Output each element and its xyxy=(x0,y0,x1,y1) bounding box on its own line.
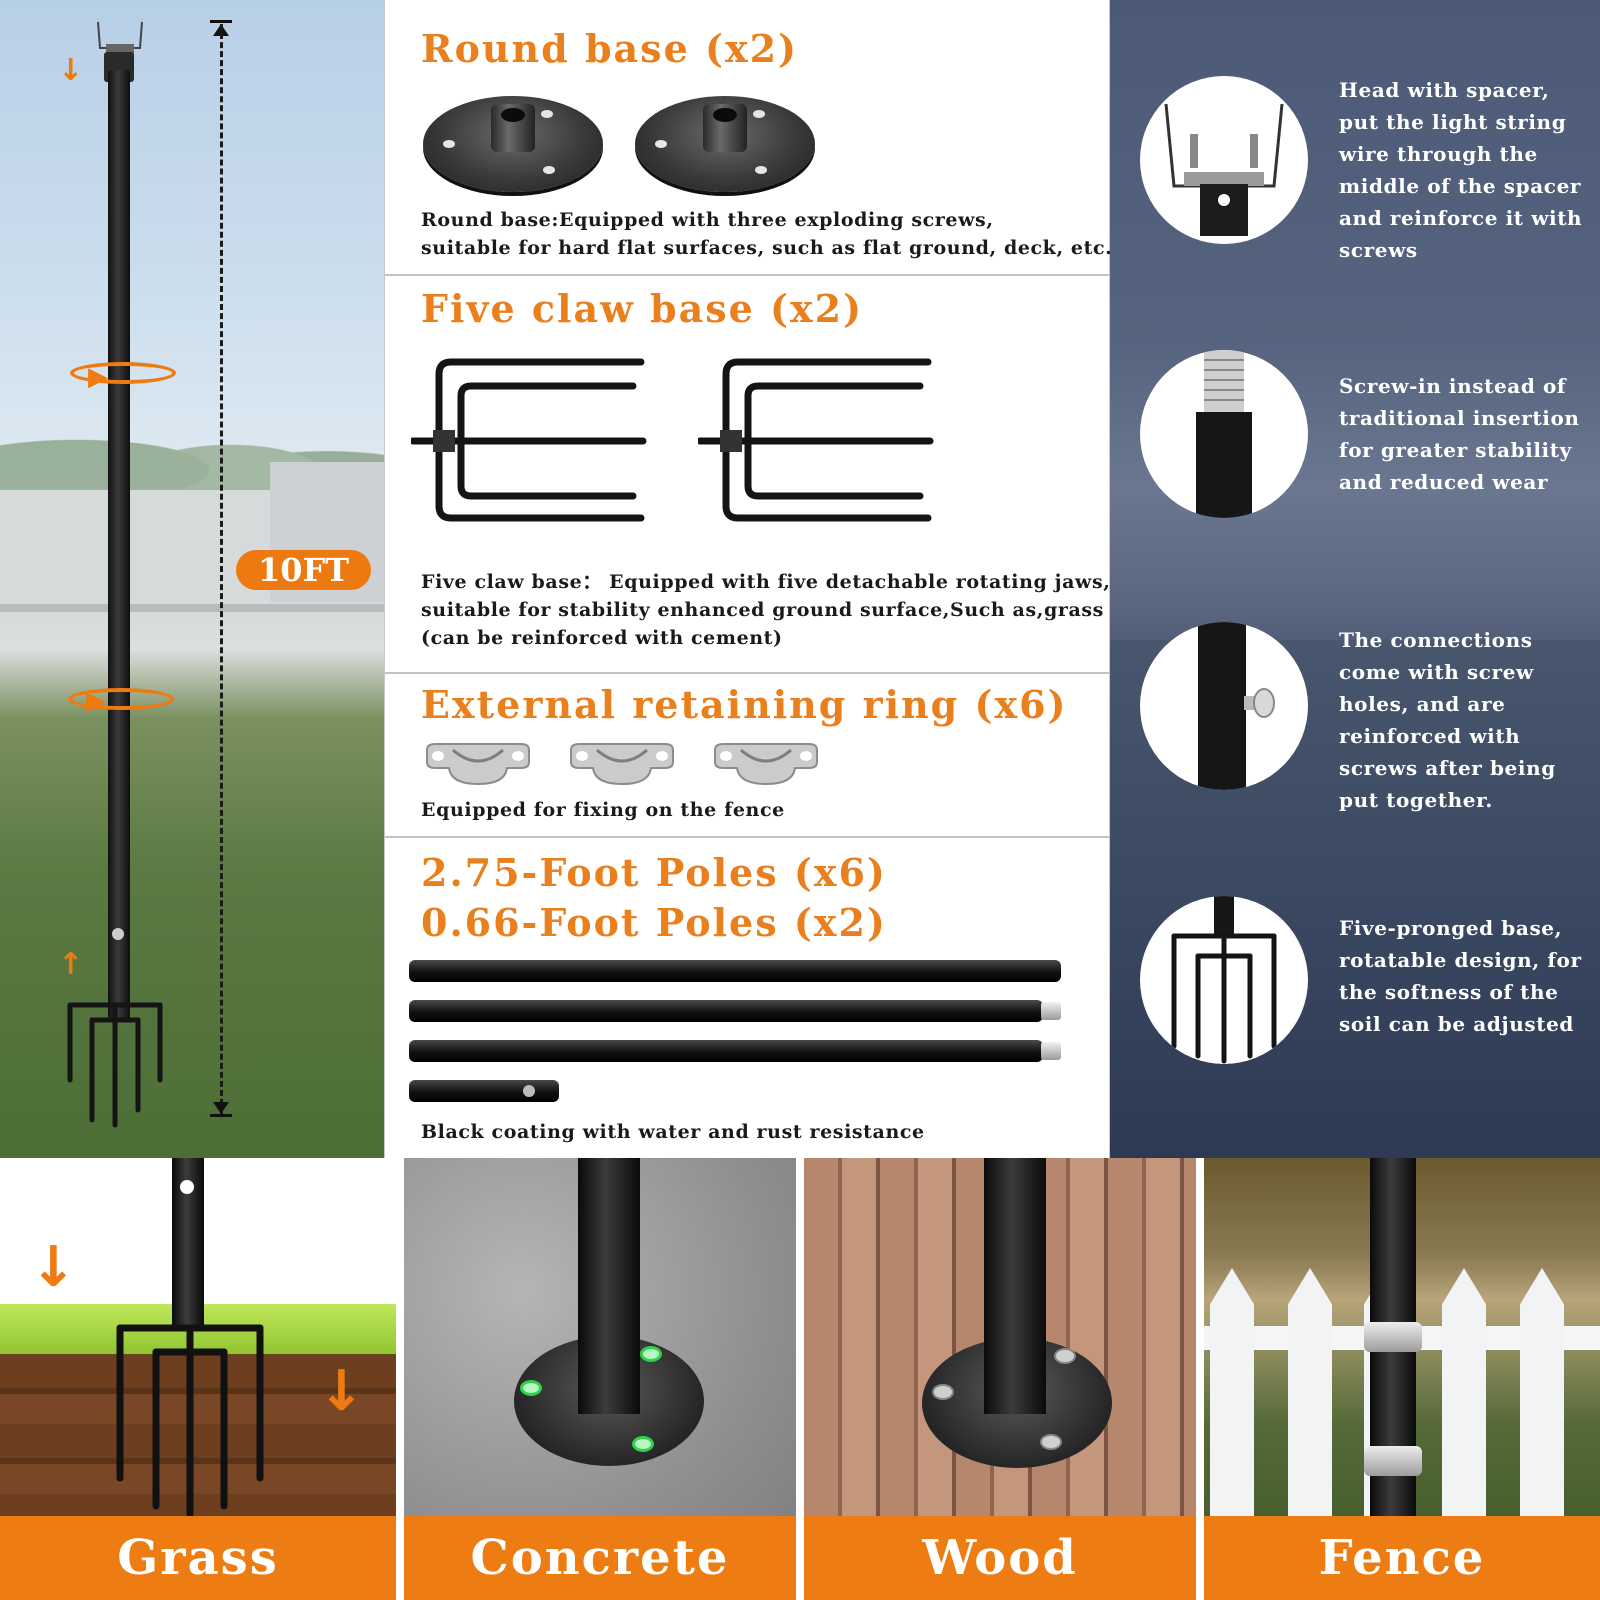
feature-head-spacer-circle xyxy=(1140,76,1308,244)
poles-section: 2.75-Foot Poles (x6) 0.66-Foot Poles (x2… xyxy=(385,838,1111,1158)
five-claw-desc-line2: suitable for stability enhanced ground s… xyxy=(421,599,1104,621)
rod-screw-hole xyxy=(523,1085,535,1097)
grass-fork-icon xyxy=(116,1324,264,1518)
disc-screw-hole xyxy=(541,110,553,118)
background-wall-edge xyxy=(0,604,384,612)
concrete-screw-green xyxy=(632,1436,654,1452)
poles-title-line2: 0.66-Foot Poles (x2) xyxy=(421,900,887,945)
concrete-pole xyxy=(578,1158,640,1414)
fence-picket xyxy=(1442,1268,1486,1528)
round-base-desc-line2: suitable for hard flat surfaces, such as… xyxy=(421,237,1113,259)
wood-screw xyxy=(1054,1348,1076,1364)
retaining-ring-title: External retaining ring (x6) xyxy=(421,682,1068,727)
round-base-disc-1 xyxy=(423,96,603,192)
features-panel: Head with spacer, put the light string w… xyxy=(1110,0,1600,1158)
poles-description: Black coating with water and rust resist… xyxy=(421,1121,925,1143)
feature-head-spacer-text: Head with spacer, put the light string w… xyxy=(1339,78,1583,262)
tile-wood: Wood xyxy=(804,1158,1196,1600)
tile-label-grass: Grass xyxy=(0,1516,396,1600)
disc-collar xyxy=(703,104,747,152)
pole-screw xyxy=(112,928,124,940)
up-arrow-icon: ↑ xyxy=(58,947,84,982)
retaining-ring-icon-1 xyxy=(426,743,530,786)
height-badge: 10FT xyxy=(236,550,371,590)
fence-clamp-lower xyxy=(1364,1446,1422,1476)
round-base-section: Round base (x2) Round base:Equipped with… xyxy=(385,0,1112,276)
five-claw-base-title: Five claw base (x2) xyxy=(421,286,864,331)
five-prong-base-icon xyxy=(1171,896,1277,1064)
rod-thread-tip xyxy=(1041,1002,1061,1020)
tile-label-wood: Wood xyxy=(804,1516,1196,1600)
wood-screw xyxy=(932,1384,954,1400)
tile-label-concrete: Concrete xyxy=(404,1516,796,1600)
pole-rod-2 xyxy=(409,1000,1061,1022)
dimension-cap-top xyxy=(210,20,232,23)
retaining-ring-section: External retaining ring (x6) Equipped fo… xyxy=(385,674,1111,838)
tile-fence: Fence xyxy=(1204,1158,1600,1600)
retaining-ring-icon-2 xyxy=(570,743,674,786)
grass-down-arrow-icon: ↓ xyxy=(30,1235,77,1300)
dimension-arrow-bottom xyxy=(213,1102,229,1114)
pole-shaft xyxy=(108,70,130,1020)
head-spacer-icon xyxy=(1164,103,1284,236)
concrete-screw-green xyxy=(640,1346,662,1362)
poles-title-line1: 2.75-Foot Poles (x6) xyxy=(421,850,887,895)
retaining-ring-description: Equipped for fixing on the fence xyxy=(421,799,785,821)
five-claw-base-icon-1 xyxy=(411,358,647,522)
feature-five-prong-circle xyxy=(1140,896,1308,1064)
feature-five-prong-text: Five-pronged base, rotatable design, for… xyxy=(1339,916,1582,1036)
round-base-description: Round base:Equipped with three exploding… xyxy=(421,206,1112,262)
rotate-ring-upper xyxy=(70,362,176,384)
tile-concrete: Concrete xyxy=(404,1158,796,1600)
wood-pole xyxy=(984,1158,1046,1414)
rotate-arrow-upper-icon: ▶ xyxy=(88,362,108,392)
pole-illustration-panel: ↓ ↑ ▶ ▶ 10FT xyxy=(0,0,384,1158)
rod-thread-tip xyxy=(1041,1042,1061,1060)
concrete-screw-green xyxy=(520,1380,542,1396)
five-claw-desc-line3: (can be reinforced with cement) xyxy=(421,627,783,649)
round-base-title: Round base (x2) xyxy=(421,26,799,71)
wood-screw xyxy=(1040,1434,1062,1450)
five-claw-base-icon-2 xyxy=(698,358,934,522)
fence-clamp-upper xyxy=(1364,1322,1422,1352)
disc-screw-hole xyxy=(543,166,555,174)
five-claw-desc-line1: Five claw base： Equipped with five detac… xyxy=(421,571,1111,593)
tile-grass: ↓ ↓ Grass xyxy=(0,1158,396,1600)
feature-connection-text: The connections come with screw holes, a… xyxy=(1339,628,1556,812)
down-arrow-icon: ↓ xyxy=(58,53,84,88)
fence-picket xyxy=(1288,1268,1332,1528)
fence-picket xyxy=(1520,1268,1564,1528)
tile-label-fence: Fence xyxy=(1204,1516,1600,1600)
five-claw-base-description: Five claw base： Equipped with five detac… xyxy=(421,568,1110,652)
components-panel: Round base (x2) Round base:Equipped with… xyxy=(384,0,1112,1158)
fence-picket xyxy=(1210,1268,1254,1528)
grass-down-arrow-2-icon: ↓ xyxy=(318,1359,365,1424)
disc-screw-hole xyxy=(755,166,767,174)
five-claw-base-section: Five claw base (x2) Five claw base： Equi… xyxy=(385,276,1111,674)
disc-screw-hole xyxy=(753,110,765,118)
soil-layer xyxy=(0,1354,396,1516)
disc-screw-hole xyxy=(443,140,455,148)
feature-screw-in-circle xyxy=(1140,350,1308,518)
pole-rod-short xyxy=(409,1080,559,1102)
round-base-disc-2 xyxy=(635,96,815,192)
feature-screw-in-text: Screw-in instead of traditional insertio… xyxy=(1339,374,1580,494)
rotate-ring-lower xyxy=(68,688,174,710)
pole-rod-3 xyxy=(409,1040,1061,1062)
disc-collar xyxy=(491,104,535,152)
screw-thread-icon xyxy=(1196,350,1252,518)
dimension-cap-bottom xyxy=(210,1114,232,1117)
retaining-ring-icon-3 xyxy=(714,743,818,786)
five-prong-fork-icon xyxy=(67,1002,163,1128)
screw-connection-icon xyxy=(1198,622,1275,790)
grass-pole-hole xyxy=(180,1180,194,1194)
rotate-arrow-lower-icon: ▶ xyxy=(86,686,106,716)
disc-screw-hole xyxy=(655,140,667,148)
feature-connection-circle xyxy=(1140,622,1308,790)
dimension-line xyxy=(220,24,223,1114)
round-base-desc-line1: Round base:Equipped with three exploding… xyxy=(421,209,994,231)
pole-rod-1 xyxy=(409,960,1061,982)
